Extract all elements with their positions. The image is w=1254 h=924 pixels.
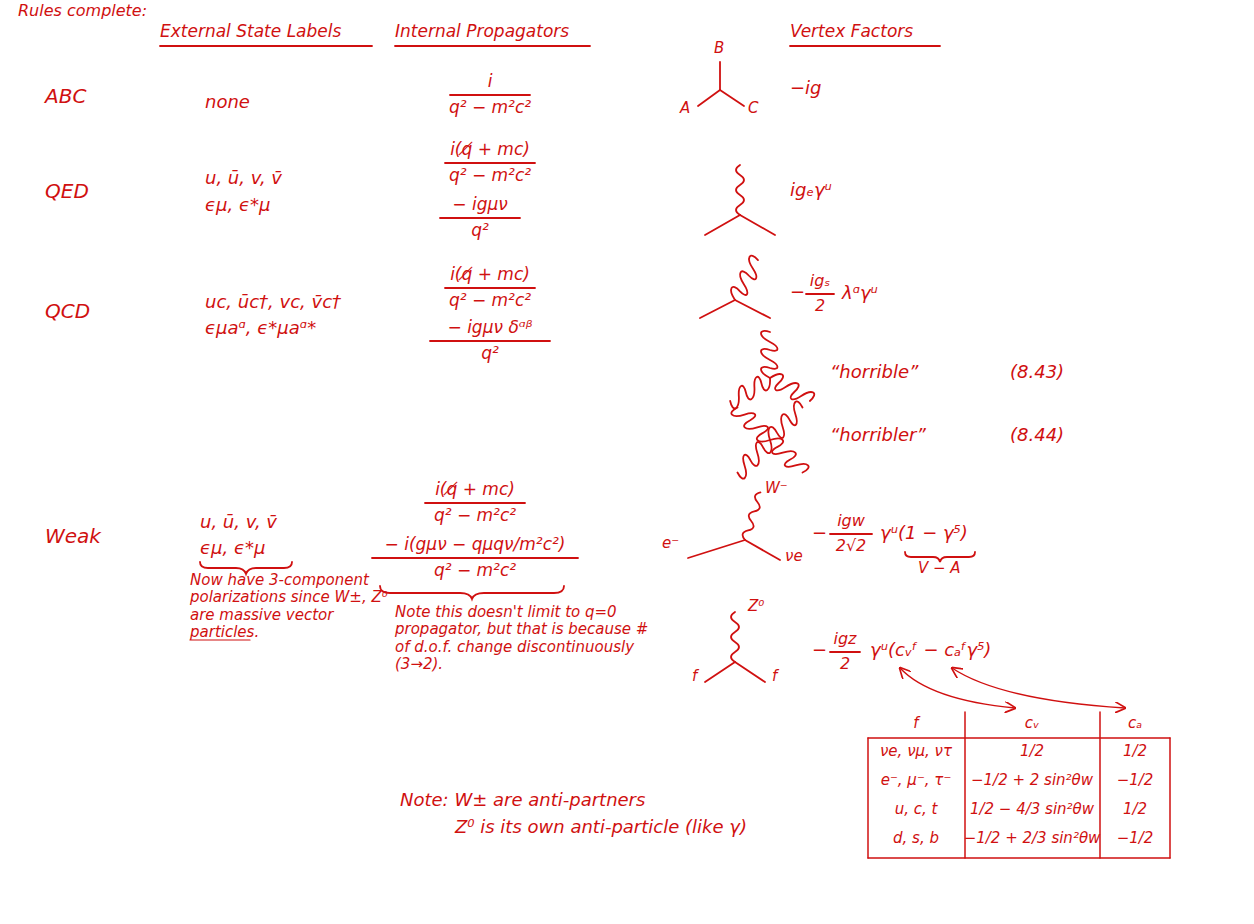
fraction-bar	[830, 651, 860, 653]
note-label: (8.43)	[1010, 362, 1064, 383]
fraction-bar	[440, 217, 520, 219]
underline	[395, 45, 590, 47]
note-label: 2	[815, 297, 825, 315]
note-label: C	[748, 100, 758, 117]
leader-arrow	[952, 668, 1125, 708]
fraction-bar	[425, 502, 525, 504]
note-label: Weak	[45, 525, 101, 548]
fraction-bar	[430, 340, 550, 342]
note-label: f	[772, 668, 777, 685]
note-label: q² − m²c²	[449, 166, 531, 186]
note-label: 1/2	[1123, 801, 1147, 818]
note-label: −1/2	[1117, 830, 1154, 847]
note-label: −1/2 + 2/3 sin²θw	[964, 830, 1101, 847]
note-label: q² − m²c²	[434, 506, 516, 526]
page-title: Rules complete:	[18, 2, 147, 20]
fraction-bar	[830, 533, 872, 535]
note-label: q² − m²c²	[434, 561, 516, 581]
note-label: ϵμ, ϵ*μ	[205, 195, 271, 216]
note-label: i(q̸ + mc)	[435, 480, 515, 500]
note-label: νe	[785, 548, 803, 565]
four-gluon-vertex	[730, 400, 809, 479]
note-label: “horrible”	[830, 362, 918, 383]
note-label: γᵘ(1 − γ⁵)	[880, 523, 968, 544]
note-label: ϵμaᵅ, ϵ*μaᵅ*	[205, 318, 316, 339]
note-label: QCD	[45, 300, 90, 323]
note-label: i(q̸ + mc)	[450, 265, 530, 285]
note-label: igₑγᵘ	[790, 180, 832, 201]
underline	[790, 45, 940, 47]
note-label: 2	[840, 655, 850, 673]
three-gluon-vertex	[725, 331, 815, 409]
note-label: V − A	[918, 560, 961, 577]
note-label: uc, ūc†, vc, v̄c†	[205, 292, 341, 313]
note-label: igₛ	[810, 272, 831, 290]
note-label: −	[812, 640, 827, 661]
note-label: − igμν	[452, 195, 507, 215]
note-label: 2√2	[836, 537, 867, 555]
note-label: A	[680, 100, 690, 117]
note-label: u, c, t	[895, 801, 938, 818]
note-label: − igμν δᵅᵝ	[448, 318, 533, 338]
note-label: 1/2 − 4/3 sin²θw	[970, 801, 1094, 818]
note-label: W⁻	[765, 480, 788, 497]
fraction-bar	[450, 94, 530, 96]
note-label: B	[714, 40, 724, 57]
note-label: Note this doesn't limit to q=0 propagato…	[395, 604, 650, 673]
underline	[160, 45, 372, 47]
note-label: cᵥ	[1025, 715, 1040, 732]
note-label: u, ū, v, v̄	[205, 168, 282, 189]
note-label: q² − m²c²	[449, 98, 531, 118]
note-label: −	[790, 282, 805, 303]
coupling-table	[868, 712, 1170, 858]
note-label: − i(gμν − qμqν/m²c²)	[385, 535, 566, 555]
note-label: none	[205, 92, 250, 113]
z-vertex	[705, 612, 765, 682]
note-label: ϵμ, ϵ*μ	[200, 538, 266, 559]
note-label: d, s, b	[893, 830, 939, 847]
note-label: “horribler”	[830, 425, 926, 446]
fraction-bar	[445, 162, 535, 164]
note-label: λᵅγᵘ	[842, 283, 878, 304]
note-label: −ig	[790, 78, 822, 99]
fraction-bar	[445, 287, 535, 289]
note-label: Internal Propagators	[395, 22, 569, 42]
note-label: i(q̸ + mc)	[450, 140, 530, 160]
fraction-bar	[806, 293, 834, 295]
note-label: i	[488, 72, 493, 92]
qcd-vertex	[700, 255, 770, 318]
note-label: igz	[834, 630, 857, 648]
note-label: −	[812, 523, 827, 544]
note-label: u, ū, v, v̄	[200, 512, 277, 533]
underbrace	[380, 586, 564, 599]
note-label: f	[692, 668, 697, 685]
note-label: QED	[45, 180, 89, 203]
note-label: Vertex Factors	[790, 22, 913, 42]
note-label: 1/2	[1123, 743, 1147, 760]
note-label: e⁻, μ⁻, τ⁻	[881, 772, 952, 789]
note-label: Note: W± are anti-partners	[400, 790, 645, 811]
note-label: Now have 3-component polarizations since…	[190, 572, 405, 641]
note-label: Z⁰	[748, 598, 764, 615]
qed-vertex	[705, 165, 775, 235]
note-label: igw	[837, 512, 865, 530]
note-label: −1/2 + 2 sin²θw	[971, 772, 1093, 789]
note-label: q²	[471, 221, 489, 241]
note-label: Z⁰ is its own anti-particle (like γ)	[455, 817, 747, 838]
note-label: γᵘ(cᵥᶠ − cₐᶠγ⁵)	[870, 640, 991, 661]
note-label: f	[913, 715, 918, 732]
note-label: −1/2	[1117, 772, 1154, 789]
fraction-bar	[372, 557, 578, 559]
abc-vertex	[698, 62, 744, 106]
note-label: e⁻	[662, 535, 679, 552]
note-label: cₐ	[1128, 715, 1142, 732]
note-label: q²	[481, 344, 499, 364]
note-label: q² − m²c²	[449, 291, 531, 311]
note-label: External State Labels	[160, 22, 341, 42]
note-label: (8.44)	[1010, 425, 1064, 446]
w-vertex	[688, 491, 780, 560]
note-label: 1/2	[1020, 743, 1044, 760]
note-label: νe, νμ, ντ	[880, 743, 952, 760]
note-label: ABC	[45, 85, 86, 108]
